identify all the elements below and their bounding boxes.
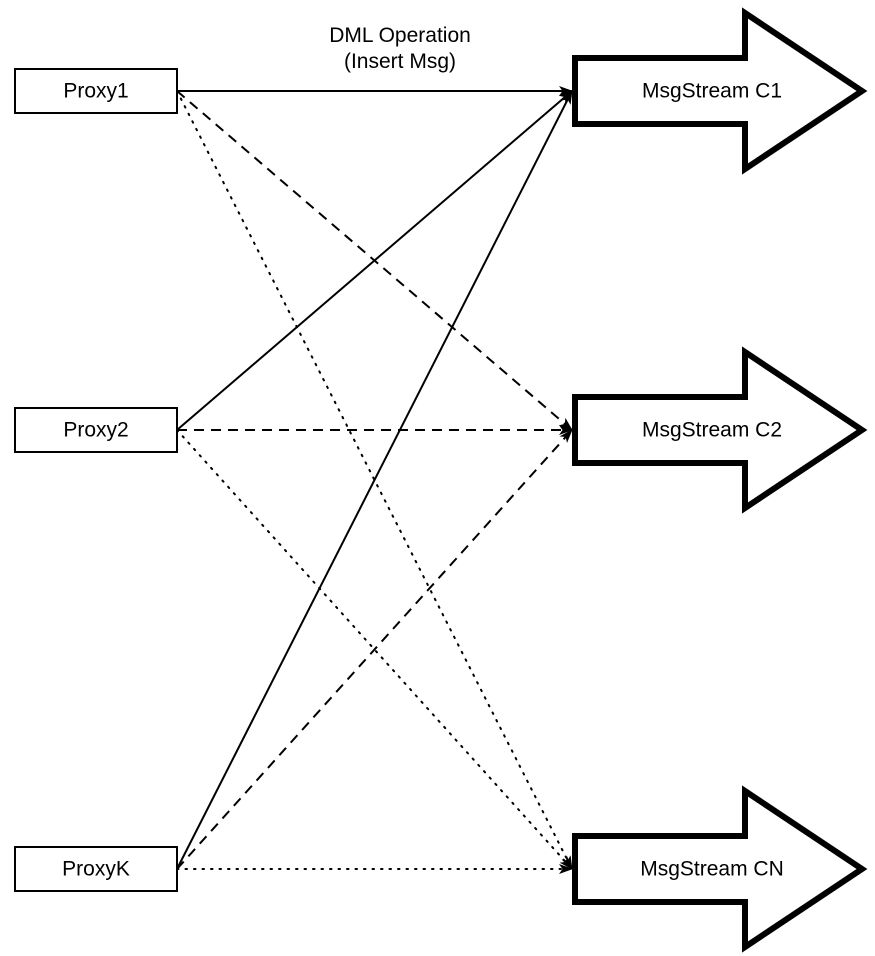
link-p2-cn	[176, 429, 573, 870]
msgstream-node-cn[interactable]: MsgStream CN	[572, 785, 868, 953]
proxy-box-rect	[14, 407, 178, 453]
edge-annotation: DML Operation (Insert Msg)	[329, 24, 471, 73]
msgstream-arrow-shape	[572, 785, 868, 953]
link-pk-c1	[176, 90, 573, 870]
msgstream-label: MsgStream C2	[642, 419, 782, 442]
msgstream-label: MsgStream CN	[640, 858, 784, 881]
proxy-label: Proxy1	[63, 80, 128, 103]
msgstream-node-c1[interactable]: MsgStream C1	[572, 7, 868, 175]
proxy-node-proxyK[interactable]: ProxyK	[14, 846, 178, 892]
annotation-line-1: DML Operation	[329, 24, 471, 47]
proxy-label: ProxyK	[62, 858, 130, 881]
msgstream-arrow-shape	[572, 346, 868, 514]
proxy-node-proxy1[interactable]: Proxy1	[14, 68, 178, 114]
proxy-node-proxy2[interactable]: Proxy2	[14, 407, 178, 453]
link-pk-c2	[176, 429, 573, 870]
link-p1-cn	[176, 90, 573, 870]
proxy-box-rect	[14, 68, 178, 114]
msgstream-node-c2[interactable]: MsgStream C2	[572, 346, 868, 514]
streams-layer: MsgStream C1 MsgStream C2 MsgStream CN	[572, 7, 868, 953]
link-p2-c1	[176, 90, 573, 431]
proxy-box-rect	[14, 846, 178, 892]
proxy-label: Proxy2	[63, 419, 128, 442]
links-layer	[176, 86, 573, 874]
msgstream-label: MsgStream C1	[642, 80, 782, 103]
msgstream-arrow-shape	[572, 7, 868, 175]
annotation-line-2: (Insert Msg)	[344, 50, 456, 73]
